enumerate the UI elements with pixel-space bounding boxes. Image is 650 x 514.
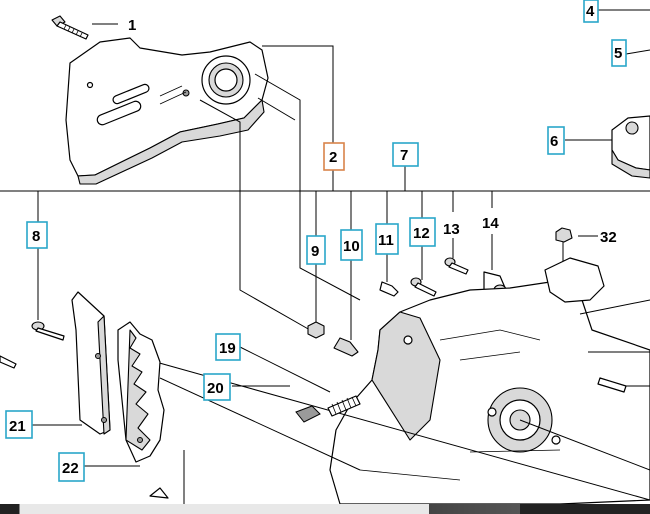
part-spring-19 (327, 395, 361, 417)
part-cover-2 (65, 37, 269, 185)
part-bracket-6 (611, 115, 650, 179)
callout-19: 19 (215, 333, 241, 361)
svg-text:9: 9 (311, 243, 319, 260)
svg-text:13: 13 (443, 221, 460, 238)
callout-2: 2 (323, 142, 345, 171)
callout-5: 5 (611, 39, 627, 67)
svg-text:20: 20 (207, 380, 224, 397)
callout-21: 21 (5, 410, 33, 439)
callout-4: 4 (583, 0, 599, 23)
svg-text:4: 4 (586, 3, 595, 20)
callout-20: 20 (203, 373, 231, 401)
part-screw-13 (444, 257, 469, 275)
svg-text:2: 2 (329, 149, 337, 166)
part-screw-1 (51, 15, 89, 40)
callout-6: 6 (547, 126, 565, 155)
part-plate-21 (71, 291, 111, 435)
bottom-scroll-strip (0, 504, 650, 514)
svg-text:5: 5 (614, 45, 622, 62)
part-bumper-22 (117, 321, 165, 463)
part-screw-8 (31, 321, 65, 341)
part-fragment-bottom (149, 487, 169, 499)
svg-text:32: 32 (600, 229, 617, 246)
callout-12: 12 (409, 217, 436, 247)
part-pin-10 (333, 337, 359, 357)
svg-text:22: 22 (62, 460, 79, 477)
leader-right-c (579, 299, 650, 315)
svg-text:12: 12 (413, 225, 430, 242)
part-crankcase (329, 257, 650, 505)
callout-9: 9 (306, 235, 326, 265)
leader-cover-to-case-b (254, 73, 361, 301)
svg-text:14: 14 (482, 215, 499, 232)
callout-32: 32 (600, 229, 617, 246)
svg-text:10: 10 (343, 238, 360, 255)
callout-14: 14 (482, 215, 499, 232)
part-key-20 (295, 405, 321, 423)
leader-cover-to-case-a (199, 99, 311, 331)
svg-text:21: 21 (9, 418, 26, 435)
leader-5 (625, 49, 650, 55)
leader-19 (239, 346, 331, 393)
part-nut-9 (307, 321, 325, 339)
leader-2 (262, 45, 334, 143)
leader-diagonal-c (519, 419, 650, 471)
callout-10: 10 (340, 229, 363, 261)
callout-8: 8 (26, 221, 48, 249)
callout-1: 1 (128, 17, 136, 34)
part-screw-12 (410, 277, 437, 297)
svg-text:8: 8 (32, 228, 40, 245)
leader-cover-c (257, 97, 296, 121)
svg-text:7: 7 (400, 147, 408, 164)
callout-22: 22 (58, 452, 85, 482)
callout-13: 13 (443, 221, 460, 238)
part-pin-11 (379, 281, 399, 297)
callout-7: 7 (392, 142, 419, 167)
svg-text:1: 1 (128, 17, 136, 34)
svg-text:19: 19 (219, 340, 236, 357)
callout-11: 11 (375, 223, 399, 255)
part-screw-left-edge (0, 355, 17, 369)
svg-text:6: 6 (550, 133, 558, 150)
svg-text:11: 11 (378, 232, 394, 249)
leader-diagonal-b (159, 377, 361, 471)
